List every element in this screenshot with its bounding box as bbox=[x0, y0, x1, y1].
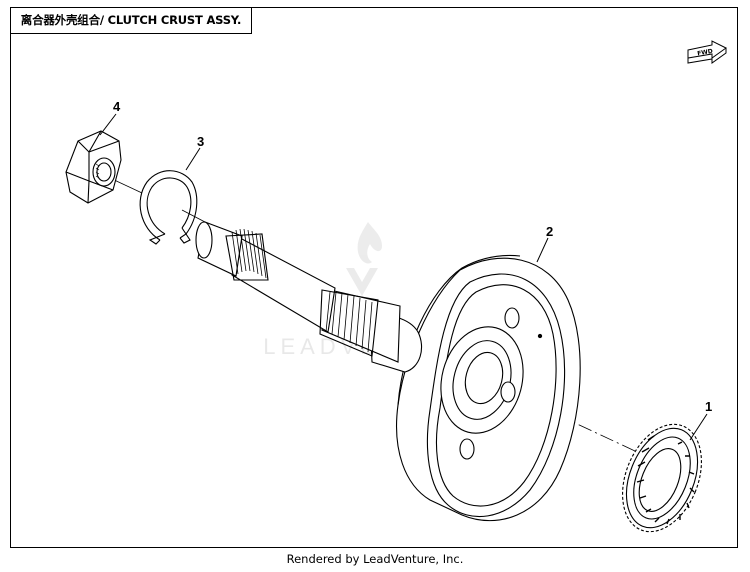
part-4-hex-nut bbox=[65, 130, 122, 204]
callout-numbers: 4 3 2 1 bbox=[113, 99, 712, 414]
callout-1: 1 bbox=[705, 399, 712, 414]
part-2-clutch-crust bbox=[396, 254, 581, 522]
watermark-v-icon bbox=[346, 268, 378, 296]
watermark-flame-icon bbox=[357, 222, 382, 264]
callout-4: 4 bbox=[113, 99, 121, 114]
callout-2: 2 bbox=[546, 224, 553, 239]
fwd-label: FWD bbox=[697, 48, 714, 58]
diagram-title: 离合器外壳组合/ CLUTCH CRUST ASSY. bbox=[10, 7, 252, 34]
part-3-snap-ring bbox=[139, 170, 198, 245]
callout-3: 3 bbox=[197, 134, 204, 149]
footer-credit: Rendered by LeadVenture, Inc. bbox=[286, 552, 464, 566]
part-2-shaft bbox=[195, 221, 423, 373]
fwd-arrow-icon: FWD bbox=[687, 40, 727, 64]
part-1-one-way-clutch bbox=[622, 423, 702, 533]
callout-leaders bbox=[99, 113, 708, 441]
diagram-frame bbox=[10, 7, 738, 548]
